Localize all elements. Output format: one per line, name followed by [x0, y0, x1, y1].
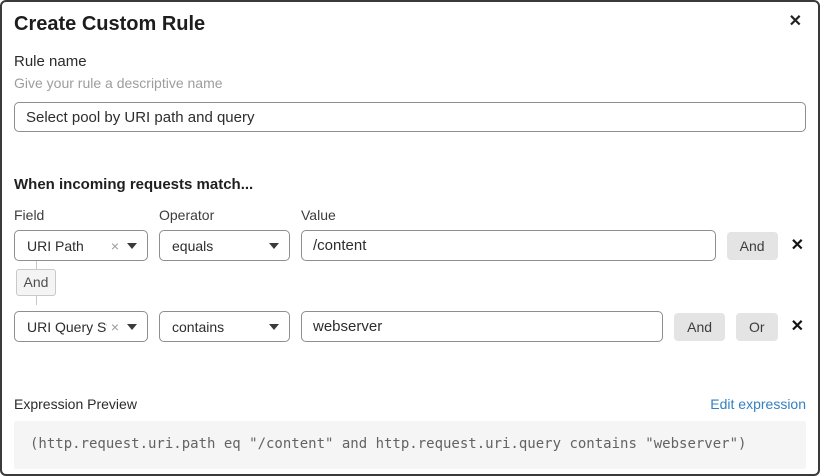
connector-line [36, 261, 37, 269]
remove-condition-icon[interactable]: ✕ [790, 317, 804, 335]
operator-select-value: contains [172, 318, 225, 335]
edit-expression-link[interactable]: Edit expression [710, 396, 806, 412]
column-labels: Field Operator Value [14, 207, 806, 224]
or-button[interactable]: Or [736, 312, 778, 341]
expression-preview-section: Expression Preview Edit expression (http… [2, 396, 818, 469]
connector-line [36, 296, 37, 305]
chevron-down-icon [127, 242, 137, 249]
clear-icon[interactable]: × [110, 318, 119, 335]
field-column-label: Field [14, 207, 45, 223]
rule-name-section: Rule name Give your rule a descriptive n… [2, 54, 818, 132]
operator-select[interactable]: contains [159, 311, 290, 342]
dialog-header: Create Custom Rule ✕ [2, 2, 818, 36]
condition-connector: And [14, 261, 806, 305]
chevron-down-icon [269, 242, 279, 249]
expression-preview-label: Expression Preview [14, 396, 137, 412]
expression-code-text: (http.request.uri.path eq "/content" and… [30, 436, 747, 452]
match-section: When incoming requests match... Field Op… [2, 176, 818, 342]
and-button[interactable]: And [726, 231, 778, 260]
field-select[interactable]: URI Path × [14, 230, 148, 261]
match-heading: When incoming requests match... [14, 176, 254, 193]
value-input[interactable] [301, 311, 664, 342]
field-select-value: URI Query St... [27, 318, 107, 335]
condition-row-2: URI Query St... × contains And Or ✕ [14, 311, 806, 342]
value-input[interactable] [301, 230, 716, 261]
expression-preview-header: Expression Preview Edit expression [14, 396, 806, 413]
remove-condition-icon[interactable]: ✕ [790, 236, 804, 254]
chevron-down-icon [269, 323, 279, 330]
field-select[interactable]: URI Query St... × [14, 311, 148, 342]
connector-and-chip[interactable]: And [16, 269, 56, 296]
rule-name-helper: Give your rule a descriptive name [14, 75, 223, 91]
operator-select-value: equals [172, 237, 214, 254]
and-button[interactable]: And [674, 312, 726, 341]
operator-column-label: Operator [159, 207, 215, 223]
value-column-label: Value [301, 207, 336, 223]
operator-select[interactable]: equals [159, 230, 290, 261]
rule-name-label: Rule name [14, 53, 87, 70]
chevron-down-icon [127, 323, 137, 330]
clear-icon[interactable]: × [110, 237, 119, 254]
condition-row-1: URI Path × equals And ✕ [14, 230, 806, 261]
rule-name-input[interactable] [14, 102, 806, 132]
expression-preview-code: (http.request.uri.path eq "/content" and… [14, 421, 806, 469]
close-icon[interactable]: ✕ [788, 13, 802, 30]
page-title: Create Custom Rule [14, 13, 206, 35]
field-select-value: URI Path [27, 237, 84, 254]
